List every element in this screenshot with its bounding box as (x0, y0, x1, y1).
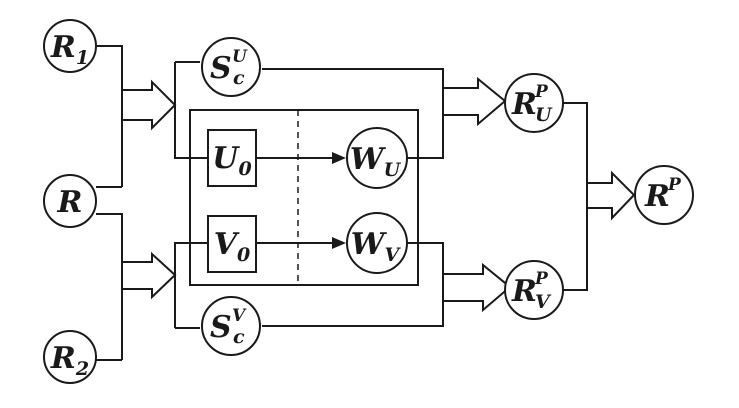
node-scu-base: S (210, 51, 232, 86)
block-u0: U0 (207, 129, 257, 187)
wire-scu-to-rpu (262, 68, 444, 123)
wire-rpu-to-final (563, 102, 588, 215)
node-r2-label: R2 (50, 341, 89, 380)
wire-wv-to-rpv (407, 242, 444, 287)
node-rp: R P (634, 165, 694, 225)
node-rpv: R P V (504, 260, 564, 320)
hollow-arrow-to-rp (586, 170, 636, 221)
node-scu-sub: c (233, 67, 245, 89)
node-r1-label: R1 (50, 30, 89, 69)
node-scv-sub: c (233, 326, 245, 348)
node-rpv-base: R (511, 274, 537, 309)
node-r1: R1 (43, 19, 97, 73)
node-r-label: R (57, 185, 83, 220)
block-v0-label: V0 (214, 227, 251, 266)
node-scv-base: S (210, 310, 232, 345)
wire-lower-split (174, 242, 208, 328)
node-scu-sup: U (232, 47, 248, 67)
node-rpu: R P U (504, 73, 564, 133)
node-wu: WU (346, 127, 408, 189)
wire-scv-to-rpv (262, 287, 444, 327)
hollow-arrow-lower-input (121, 251, 177, 300)
hollow-arrow-to-rpu (442, 76, 507, 127)
node-scv: S V c (201, 296, 261, 356)
arrowhead-v0-wv (332, 237, 346, 249)
node-wv-label: WV (351, 227, 402, 266)
arrowhead-u0-wu (332, 152, 346, 164)
wire-rpv-to-final (563, 215, 588, 291)
block-arrows (121, 76, 636, 313)
model-frame (189, 109, 419, 286)
wire-r-to-lower-merge (96, 213, 123, 360)
node-rp-sup: P (667, 175, 682, 195)
node-wv: WV (346, 212, 408, 274)
node-rpv-sub: V (535, 291, 552, 313)
wire-wu-to-rpu (407, 123, 444, 159)
node-rpu-sub: U (535, 104, 553, 126)
node-r2: R2 (43, 330, 97, 384)
node-r: R (43, 174, 97, 228)
node-rp-base: R (644, 179, 670, 214)
block-u0-label: U0 (212, 141, 251, 180)
node-rpv-sup: P (534, 269, 549, 289)
hollow-arrow-upper-input (121, 79, 177, 131)
node-rpu-sup: P (534, 82, 549, 102)
node-scv-sup: V (232, 306, 247, 326)
block-v0: V0 (207, 215, 257, 273)
wire-upper-split (174, 62, 208, 159)
node-wu-label: WU (350, 142, 402, 181)
hollow-arrow-to-rpv (442, 262, 512, 313)
node-rpu-base: R (511, 87, 537, 122)
wire-r1-to-upper-merge (96, 45, 123, 187)
node-scu: S U c (201, 37, 261, 97)
